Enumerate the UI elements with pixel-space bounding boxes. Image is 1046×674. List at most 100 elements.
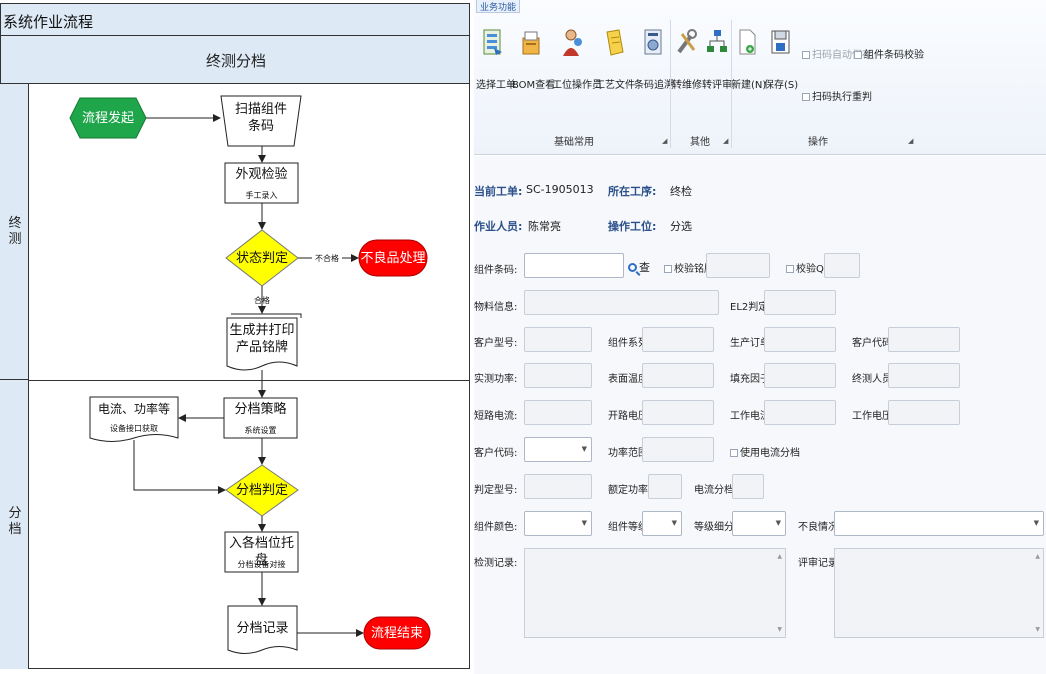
defect-select[interactable]: ▼ bbox=[834, 511, 1044, 536]
operator-button[interactable]: 工位操作员 bbox=[552, 28, 602, 91]
series-input[interactable] bbox=[642, 327, 714, 352]
el2-input[interactable] bbox=[764, 290, 836, 315]
production-order-label: 生产订单: bbox=[730, 338, 774, 349]
scroll-up-icon[interactable]: ▲ bbox=[777, 553, 782, 560]
process-value: 终检 bbox=[670, 185, 692, 198]
defect-node-label: 不良品处理 bbox=[360, 251, 426, 266]
chevron-down-icon: ▼ bbox=[775, 519, 781, 527]
repair-button[interactable]: 转维修 bbox=[672, 28, 702, 91]
grade-select[interactable]: ▼ bbox=[642, 511, 682, 536]
check-nameplate[interactable]: 校验铭牌 bbox=[664, 260, 714, 275]
auto-save-check[interactable]: 扫码自动保存 bbox=[802, 46, 872, 61]
strategy-node-shape bbox=[223, 397, 298, 439]
bom-view-button[interactable]: BOM查看 bbox=[512, 28, 556, 91]
group-operation-expand-icon[interactable]: ◢ bbox=[908, 137, 914, 145]
surface-temp-input[interactable] bbox=[642, 363, 714, 388]
barcode-verify-check[interactable]: 组件条码校验 bbox=[854, 46, 924, 61]
bom-icon bbox=[520, 28, 542, 55]
review-record-textarea[interactable]: ▲ ▼ bbox=[834, 548, 1044, 638]
working-voltage-input[interactable] bbox=[888, 400, 960, 425]
strategy-node-sub: 系统设置 bbox=[244, 426, 277, 435]
power-range-label: 功率范围: bbox=[608, 448, 652, 459]
working-voltage-label: 工作电压: bbox=[852, 411, 896, 422]
print-node-label: 生成并打印 产品铭牌 bbox=[229, 323, 295, 355]
lane-final-test: 终测 bbox=[0, 84, 29, 380]
check-qc[interactable]: 校验QC bbox=[786, 260, 831, 275]
ribbon: 业务功能 选择工单 BOM查看 工位操作员 工艺文件 bbox=[474, 0, 1046, 155]
repair-label: 转维修 bbox=[672, 80, 702, 91]
barcode-trace-icon bbox=[642, 28, 664, 55]
grade-label: 组件等级: bbox=[608, 522, 652, 533]
repair-icon bbox=[676, 28, 698, 54]
barcode-verify-check-label: 组件条码校验 bbox=[864, 50, 924, 61]
new-button[interactable]: 新建(N) bbox=[731, 28, 766, 91]
process-file-button[interactable]: 工艺文件 bbox=[595, 28, 635, 91]
end-node-shape bbox=[363, 616, 431, 650]
lane-grading: 分档 bbox=[0, 380, 29, 669]
scroll-up-icon[interactable]: ▲ bbox=[1035, 553, 1040, 560]
save-icon bbox=[769, 28, 791, 54]
query-button-label: 查 bbox=[639, 261, 650, 274]
select-order-icon bbox=[482, 28, 504, 55]
end-node-label: 流程结束 bbox=[370, 626, 423, 641]
customer-code-input[interactable] bbox=[888, 327, 960, 352]
pallet-node-shape bbox=[224, 531, 299, 573]
current-bin-input[interactable] bbox=[732, 474, 764, 499]
select-order-button[interactable]: 选择工单 bbox=[476, 28, 516, 91]
material-input[interactable] bbox=[524, 290, 719, 315]
record-node-label: 分档记录 bbox=[236, 621, 289, 636]
search-icon bbox=[628, 263, 637, 272]
fill-factor-input[interactable] bbox=[764, 363, 836, 388]
nameplate-input[interactable] bbox=[706, 253, 770, 278]
customer-code2-select[interactable]: ▼ bbox=[524, 437, 592, 462]
short-circuit-input[interactable] bbox=[524, 400, 592, 425]
color-select[interactable]: ▼ bbox=[524, 511, 592, 536]
defect-label: 不良情况: bbox=[798, 522, 842, 533]
judged-model-label: 判定型号: bbox=[474, 485, 518, 496]
review-record-label: 评审记录: bbox=[798, 558, 842, 569]
scroll-down-icon[interactable]: ▼ bbox=[777, 626, 782, 633]
group-other-expand-icon[interactable]: ◢ bbox=[723, 137, 729, 145]
inspect-node-label: 外观检验 bbox=[235, 167, 288, 182]
rated-power-input[interactable] bbox=[648, 474, 682, 499]
save-button[interactable]: 保存(S) bbox=[764, 28, 798, 91]
working-current-input[interactable] bbox=[764, 400, 836, 425]
ribbon-tab-business[interactable]: 业务功能 bbox=[476, 0, 521, 13]
group-basic-expand-icon[interactable]: ◢ bbox=[662, 137, 668, 145]
inspection-record-label: 检测记录: bbox=[474, 558, 518, 569]
final-tester-input[interactable] bbox=[888, 363, 960, 388]
reject-label: 不合格 bbox=[315, 254, 339, 263]
process-label: 所在工序: bbox=[608, 185, 657, 198]
status-node-label: 状态判定 bbox=[235, 251, 288, 266]
power-range-input[interactable] bbox=[642, 437, 714, 462]
grade-detail-select[interactable]: ▼ bbox=[732, 511, 786, 536]
start-node-label: 流程发起 bbox=[81, 111, 134, 126]
query-button[interactable]: 查 bbox=[628, 259, 650, 275]
bom-view-label: BOM查看 bbox=[512, 80, 556, 91]
measured-power-label: 实测功率: bbox=[474, 374, 518, 385]
measured-power-input[interactable] bbox=[524, 363, 592, 388]
grade-node-label: 分档判定 bbox=[235, 483, 288, 498]
el2-label: EL2判定: bbox=[730, 302, 772, 313]
barcode-input[interactable] bbox=[524, 253, 624, 278]
barcode-trace-button[interactable]: 条码追溯 bbox=[634, 28, 674, 91]
production-order-input[interactable] bbox=[764, 327, 836, 352]
judged-model-input[interactable] bbox=[524, 474, 592, 499]
pallet-node-sub: 分档设备对接 bbox=[237, 560, 286, 569]
qc-input[interactable] bbox=[824, 253, 860, 278]
fill-factor-label: 填充因子: bbox=[730, 374, 774, 385]
inspection-record-textarea[interactable]: ▲ ▼ bbox=[524, 548, 786, 638]
lane-label-final-test: 终测 bbox=[8, 216, 22, 247]
power-node-sub: 设备接口获取 bbox=[110, 424, 158, 433]
review-button[interactable]: 转评审 bbox=[702, 28, 732, 91]
use-current-bin-check[interactable]: 使用电流分档 bbox=[730, 444, 800, 459]
customer-model-input[interactable] bbox=[524, 327, 592, 352]
flowchart-title-row: 系统作业流程 bbox=[0, 3, 470, 36]
record-node-shape bbox=[227, 605, 298, 654]
rejudge-check-label: 扫码执行重判 bbox=[812, 92, 872, 103]
group-other: 其他 bbox=[690, 137, 710, 148]
worker-label: 作业人员: bbox=[474, 220, 523, 233]
rejudge-check[interactable]: 扫码执行重判 bbox=[802, 88, 872, 103]
scroll-down-icon[interactable]: ▼ bbox=[1035, 626, 1040, 633]
open-circuit-input[interactable] bbox=[642, 400, 714, 425]
